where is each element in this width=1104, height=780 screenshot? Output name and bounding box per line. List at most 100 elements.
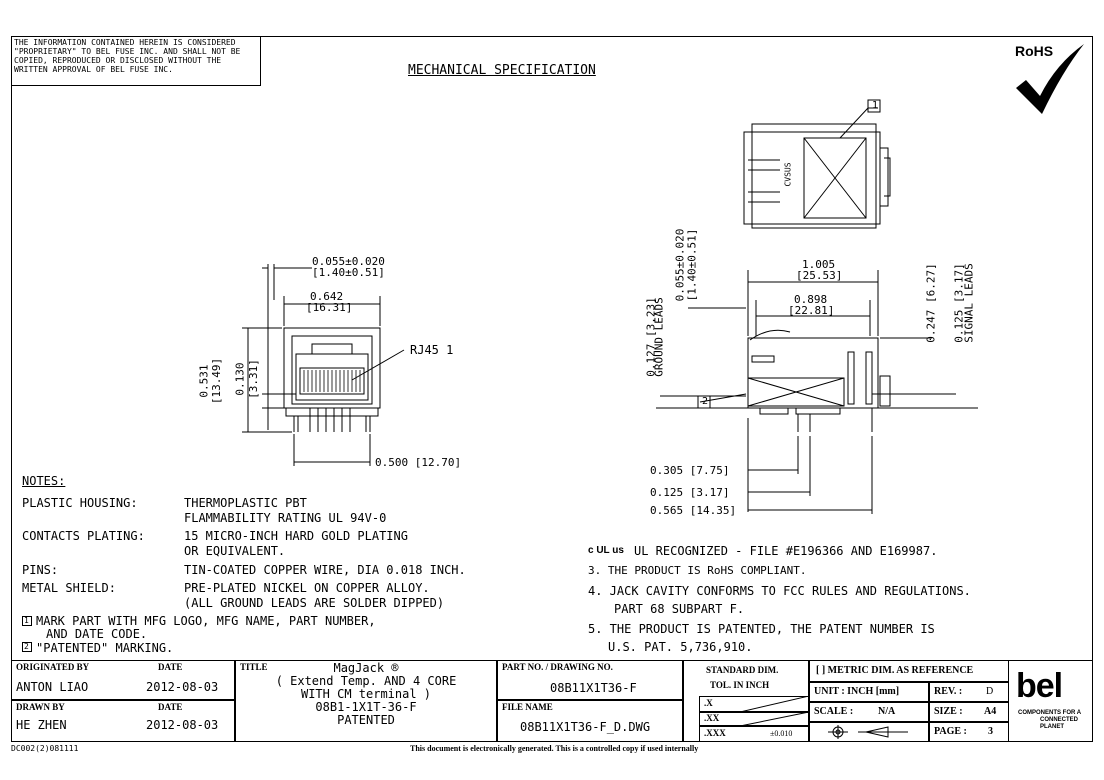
- proprietary-notice: THE INFORMATION CONTAINED HEREIN IS CONS…: [11, 36, 261, 86]
- note-text: TIN-COATED COPPER WIRE, DIA 0.018 INCH.: [184, 563, 466, 577]
- tol-x: .X: [704, 698, 713, 708]
- notice-line: "PROPRIETARY" TO BEL FUSE INC. AND SHALL…: [14, 47, 241, 56]
- cell-unit: [809, 682, 929, 702]
- front-dim-top-mm: [1.40±0.51]: [312, 266, 385, 279]
- note-label: CONTACTS PLATING:: [22, 529, 145, 543]
- cell-title: [235, 660, 497, 742]
- notice-line: COPIED, REPRODUCED OR DISCLOSED WITHOUT …: [14, 56, 222, 65]
- note-label: PINS:: [22, 563, 59, 577]
- callout-1-label: 1: [872, 100, 879, 111]
- file-name: 08B11X1T36-F_D.DWG: [520, 720, 651, 734]
- checkmark-icon: [1016, 44, 1084, 114]
- note-2-num: 2: [24, 642, 29, 651]
- cell-part-no: [497, 660, 683, 700]
- rohs-label: RoHS: [1015, 43, 1054, 59]
- originated-by-label: ORIGINATED BY: [16, 662, 90, 672]
- title-text: MagJack ® ( Extend Temp. AND 4 CORE WITH…: [236, 662, 496, 727]
- title-line: ( Extend Temp. AND 4 CORE: [275, 674, 457, 688]
- standard-dim-label: STANDARD DIM.: [706, 665, 779, 675]
- drawn-by-label: DRAWN BY: [16, 702, 65, 712]
- note-text: (ALL GROUND LEADS ARE SOLDER DIPPED): [184, 596, 445, 610]
- unit-label: UNIT : INCH [mm]: [814, 686, 900, 697]
- cell-file-name: [497, 700, 683, 742]
- tol-xxx-value: ±0.010: [770, 729, 793, 738]
- file-name-label: FILE NAME: [502, 702, 553, 712]
- ul-logo: c UL us: [588, 545, 624, 556]
- rj45-label: RJ45 1: [410, 343, 454, 357]
- notes-heading: NOTES:: [22, 474, 66, 488]
- metric-ref: [ ] METRIC DIM. AS REFERENCE: [816, 665, 974, 676]
- cell-rev: [929, 682, 1009, 702]
- tol-slashes: [740, 696, 809, 726]
- note-2-box: [22, 642, 32, 652]
- tol-in-inch-label: TOL. IN INCH: [710, 680, 770, 690]
- note-right-line: 4. JACK CAVITY CONFORMS TO FCC RULES AND…: [588, 584, 971, 598]
- bel-logo: bel: [1016, 667, 1063, 705]
- note-1-box: [22, 616, 32, 626]
- orig-date-label: DATE: [158, 662, 183, 672]
- bel-tagline-line: PLANET: [1040, 724, 1064, 730]
- note-label: PLASTIC HOUSING:: [22, 496, 138, 510]
- cell-projection: [809, 722, 929, 742]
- bel-tagline: COMPONENTS FOR A CONNECTED PLANET: [1018, 710, 1090, 731]
- title-line: PATENTED: [337, 713, 395, 727]
- bel-tagline-line: CONNECTED: [1040, 717, 1079, 723]
- cvsus-mark: CVSUS: [783, 162, 793, 187]
- side-dim-565: 0.565 [14.35]: [650, 504, 737, 517]
- footer-text: This document is electronically generate…: [410, 744, 699, 753]
- footer-code: DC002(2)081111: [11, 744, 79, 753]
- tol-xx: .XX: [704, 713, 720, 723]
- front-dim-width-mm: [16.31]: [306, 301, 353, 314]
- note-text: THERMOPLASTIC PBT: [184, 496, 307, 510]
- note-text: 15 MICRO-INCH HARD GOLD PLATING: [184, 529, 408, 543]
- page-title: MECHANICAL SPECIFICATION: [408, 63, 596, 78]
- drawn-date: 2012-08-03: [146, 718, 219, 732]
- note-1-line: MARK PART WITH MFG LOGO, MFG NAME, PART …: [36, 614, 376, 628]
- front-dim-inner: 0.130: [233, 362, 247, 396]
- side-dim-body-mm: [22.81]: [788, 304, 835, 317]
- side-dim-305: 0.305 [7.75]: [650, 464, 730, 477]
- scale-label: SCALE :: [814, 706, 854, 717]
- tol-xxx: .XXX: [704, 728, 726, 738]
- note-1-line: AND DATE CODE.: [46, 627, 148, 641]
- side-dim-lead-off-mm: [1.40±0.51]: [685, 228, 699, 302]
- drawn-date-label: DATE: [158, 702, 183, 712]
- rev-label: REV. :: [934, 686, 963, 697]
- page-label: PAGE :: [934, 726, 967, 737]
- note-1-num: 1: [24, 616, 29, 625]
- title-line: WITH CM terminal ): [300, 687, 432, 701]
- side-dim-125: 0.125 [3.17]: [650, 486, 730, 499]
- note-right-line: U.S. PAT. 5,736,910.: [608, 640, 753, 654]
- note-right-line: 3. THE PRODUCT IS RoHS COMPLIANT.: [588, 564, 807, 577]
- note-text: PRE-PLATED NICKEL ON COPPER ALLOY.: [184, 581, 430, 595]
- front-dim-pin: 0.500 [12.70]: [375, 456, 462, 469]
- title-line: 08B1-1X1T-36-F: [315, 700, 417, 714]
- note-2-line: "PATENTED" MARKING.: [36, 641, 174, 655]
- signal-leads-label: SIGNAL LEADS: [962, 263, 976, 343]
- note-label: METAL SHIELD:: [22, 581, 116, 595]
- note-text: OR EQUIVALENT.: [184, 544, 286, 558]
- size-value: A4: [984, 706, 997, 717]
- cell-scale: [809, 702, 929, 722]
- cell-size: [929, 702, 1009, 722]
- rev-value: D: [986, 686, 994, 697]
- side-view: [656, 270, 978, 514]
- bel-tagline-line: COMPONENTS FOR A: [1018, 710, 1082, 716]
- note-right-line: UL RECOGNIZED - FILE #E196366 AND E16998…: [634, 544, 938, 558]
- third-angle-projection-icon: [828, 725, 908, 739]
- side-dim-length: 1.005: [802, 258, 836, 271]
- side-dim-length-mm: [25.53]: [796, 269, 843, 282]
- note-text: FLAMMABILITY RATING UL 94V-0: [184, 511, 387, 525]
- front-dim-height-mm: [13.49]: [210, 357, 224, 405]
- ground-leads-label: GROUND LEADS: [652, 297, 666, 377]
- originated-by: ANTON LIAO: [16, 680, 89, 694]
- side-dim-247: 0.247 [6.27]: [924, 263, 938, 343]
- title-label: TITLE: [240, 662, 268, 672]
- page-value: 3: [988, 726, 993, 737]
- front-view: [242, 264, 405, 466]
- side-dim-body: 0.898: [794, 293, 828, 306]
- front-dim-top: 0.055±0.020: [312, 255, 385, 268]
- cell-tol-xxx: [699, 726, 809, 742]
- notice-line: THE INFORMATION CONTAINED HEREIN IS CONS…: [14, 38, 236, 47]
